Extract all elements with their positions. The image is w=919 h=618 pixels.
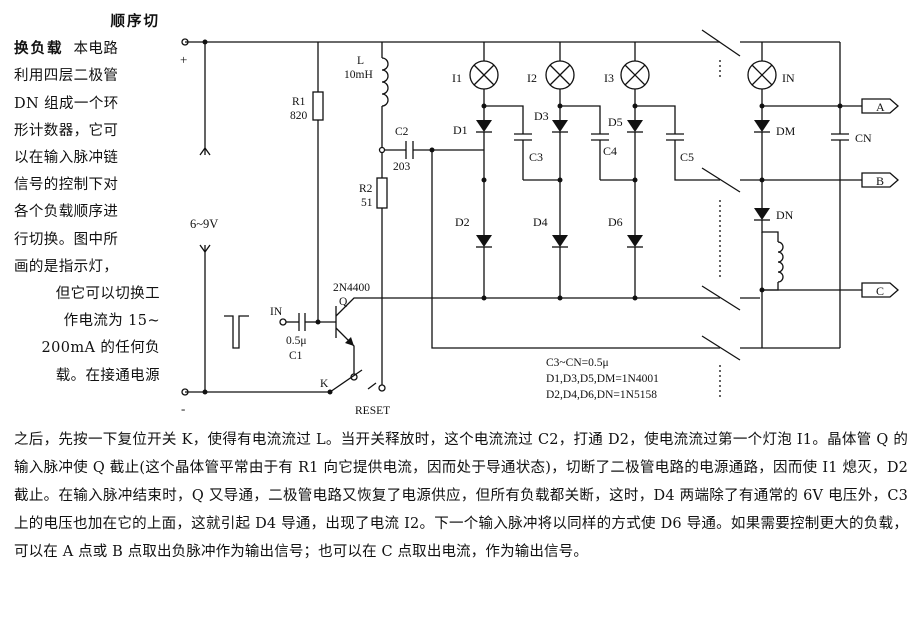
sidebar-text: 顺序切 换负载 本电路 利用四层二极管 DN 组成一个环 形计数器，它可 以在输… (14, 8, 160, 390)
l-value: 10mH (344, 69, 373, 81)
supply-voltage-label: 6~9V (190, 217, 218, 231)
minus-terminal-label: - (181, 401, 185, 416)
section-title-word: 换负载 (14, 40, 64, 58)
c1-value: 0.5μ (286, 335, 307, 347)
diode-d2-label: D2 (455, 215, 470, 229)
diode-d6-label: D6 (608, 215, 623, 229)
cap-c5-label: C5 (680, 150, 694, 164)
r1-name: R1 (292, 96, 306, 108)
cap-c3-label: C3 (529, 150, 543, 164)
sidebar-line: 作电流为 15~ (63, 313, 160, 330)
sidebar-line: 以在输入脉冲链 (14, 150, 119, 167)
diode-dm-label: DM (776, 124, 796, 138)
reset-label: RESET (355, 405, 390, 417)
input-pulse (224, 313, 318, 349)
output-c-label: C (876, 284, 884, 298)
r2-name: R2 (359, 183, 373, 195)
supply-wiring (181, 38, 720, 396)
in-label: IN (270, 306, 283, 318)
inductor-l (378, 42, 389, 154)
output-a-label: A (876, 100, 885, 114)
body-paragraph: 之后，先按一下复位开关 K，使得有电流流过 L。当开关释放时，这个电流流过 C2… (14, 432, 908, 560)
stage-2 (523, 42, 609, 301)
transistor-q (315, 297, 720, 374)
diode-d3-label: D3 (534, 109, 549, 123)
l-name: L (357, 55, 364, 67)
note-diodes-2: D2,D4,D6,DN=1N5158 (546, 389, 657, 401)
transistor-part-label: 2N4400 (333, 282, 370, 294)
stage-3 (600, 42, 720, 301)
note-diodes-1: D1,D3,D5,DM=1N4001 (546, 373, 659, 385)
sidebar-line: 形计数器，它可 (14, 122, 119, 139)
diode-d1-label: D1 (453, 123, 468, 137)
output-b-label: B (876, 174, 884, 188)
lamp-i2-label: I2 (527, 71, 537, 85)
c1-name: C1 (289, 350, 303, 362)
transistor-name: Q (339, 296, 348, 308)
section-title-line1: 顺序切 (110, 13, 160, 30)
sidebar-line: 本电路 (73, 41, 119, 58)
sidebar-line: 但它可以切换工 (55, 286, 160, 303)
switch-k-label: K (320, 378, 329, 390)
c2-value: 203 (393, 161, 411, 173)
lamp-in-label: IN (782, 71, 795, 85)
section-title-line2: 换负载 本电路 (14, 35, 160, 63)
output-terminals (861, 98, 899, 298)
sidebar-line: 载。在接通电源 (55, 367, 160, 384)
sidebar-line: 各个负载顺序进 (14, 204, 119, 221)
reset-switch-k (327, 369, 377, 395)
circuit-diagram: + - 6~9V R1 820 L 10mH C2 203 (180, 29, 899, 417)
cap-cn-label: CN (855, 131, 872, 145)
sidebar-line: 信号的控制下对 (14, 177, 119, 194)
note-capacitors: C3~CN=0.5μ (546, 357, 609, 369)
diode-d4-label: D4 (533, 215, 548, 229)
r1-value: 820 (290, 110, 308, 122)
sidebar-line: 行切换。图中所 (14, 231, 119, 248)
break-markers (701, 29, 840, 400)
stage-1 (469, 42, 532, 301)
cap-c4-label: C4 (603, 144, 617, 158)
diode-dn-label: DN (776, 208, 794, 222)
sidebar-line: 利用四层二极管 (14, 68, 119, 85)
plus-terminal-label: + (180, 52, 187, 67)
capacitor-c2 (385, 141, 720, 349)
lamp-i3-label: I3 (604, 71, 614, 85)
r2-value: 51 (361, 197, 373, 209)
sidebar-line: DN 组成一个环 (14, 95, 119, 112)
diode-d5-label: D5 (608, 115, 623, 129)
resistor-r1 (312, 42, 324, 322)
sidebar-line: 200mA 的任何负 (41, 340, 160, 357)
stage-n (747, 42, 862, 348)
lamp-i1-label: I1 (452, 71, 462, 85)
c2-name: C2 (395, 126, 409, 138)
sidebar-line: 画的是指示灯， (14, 258, 119, 275)
resistor-r2 (376, 153, 388, 392)
